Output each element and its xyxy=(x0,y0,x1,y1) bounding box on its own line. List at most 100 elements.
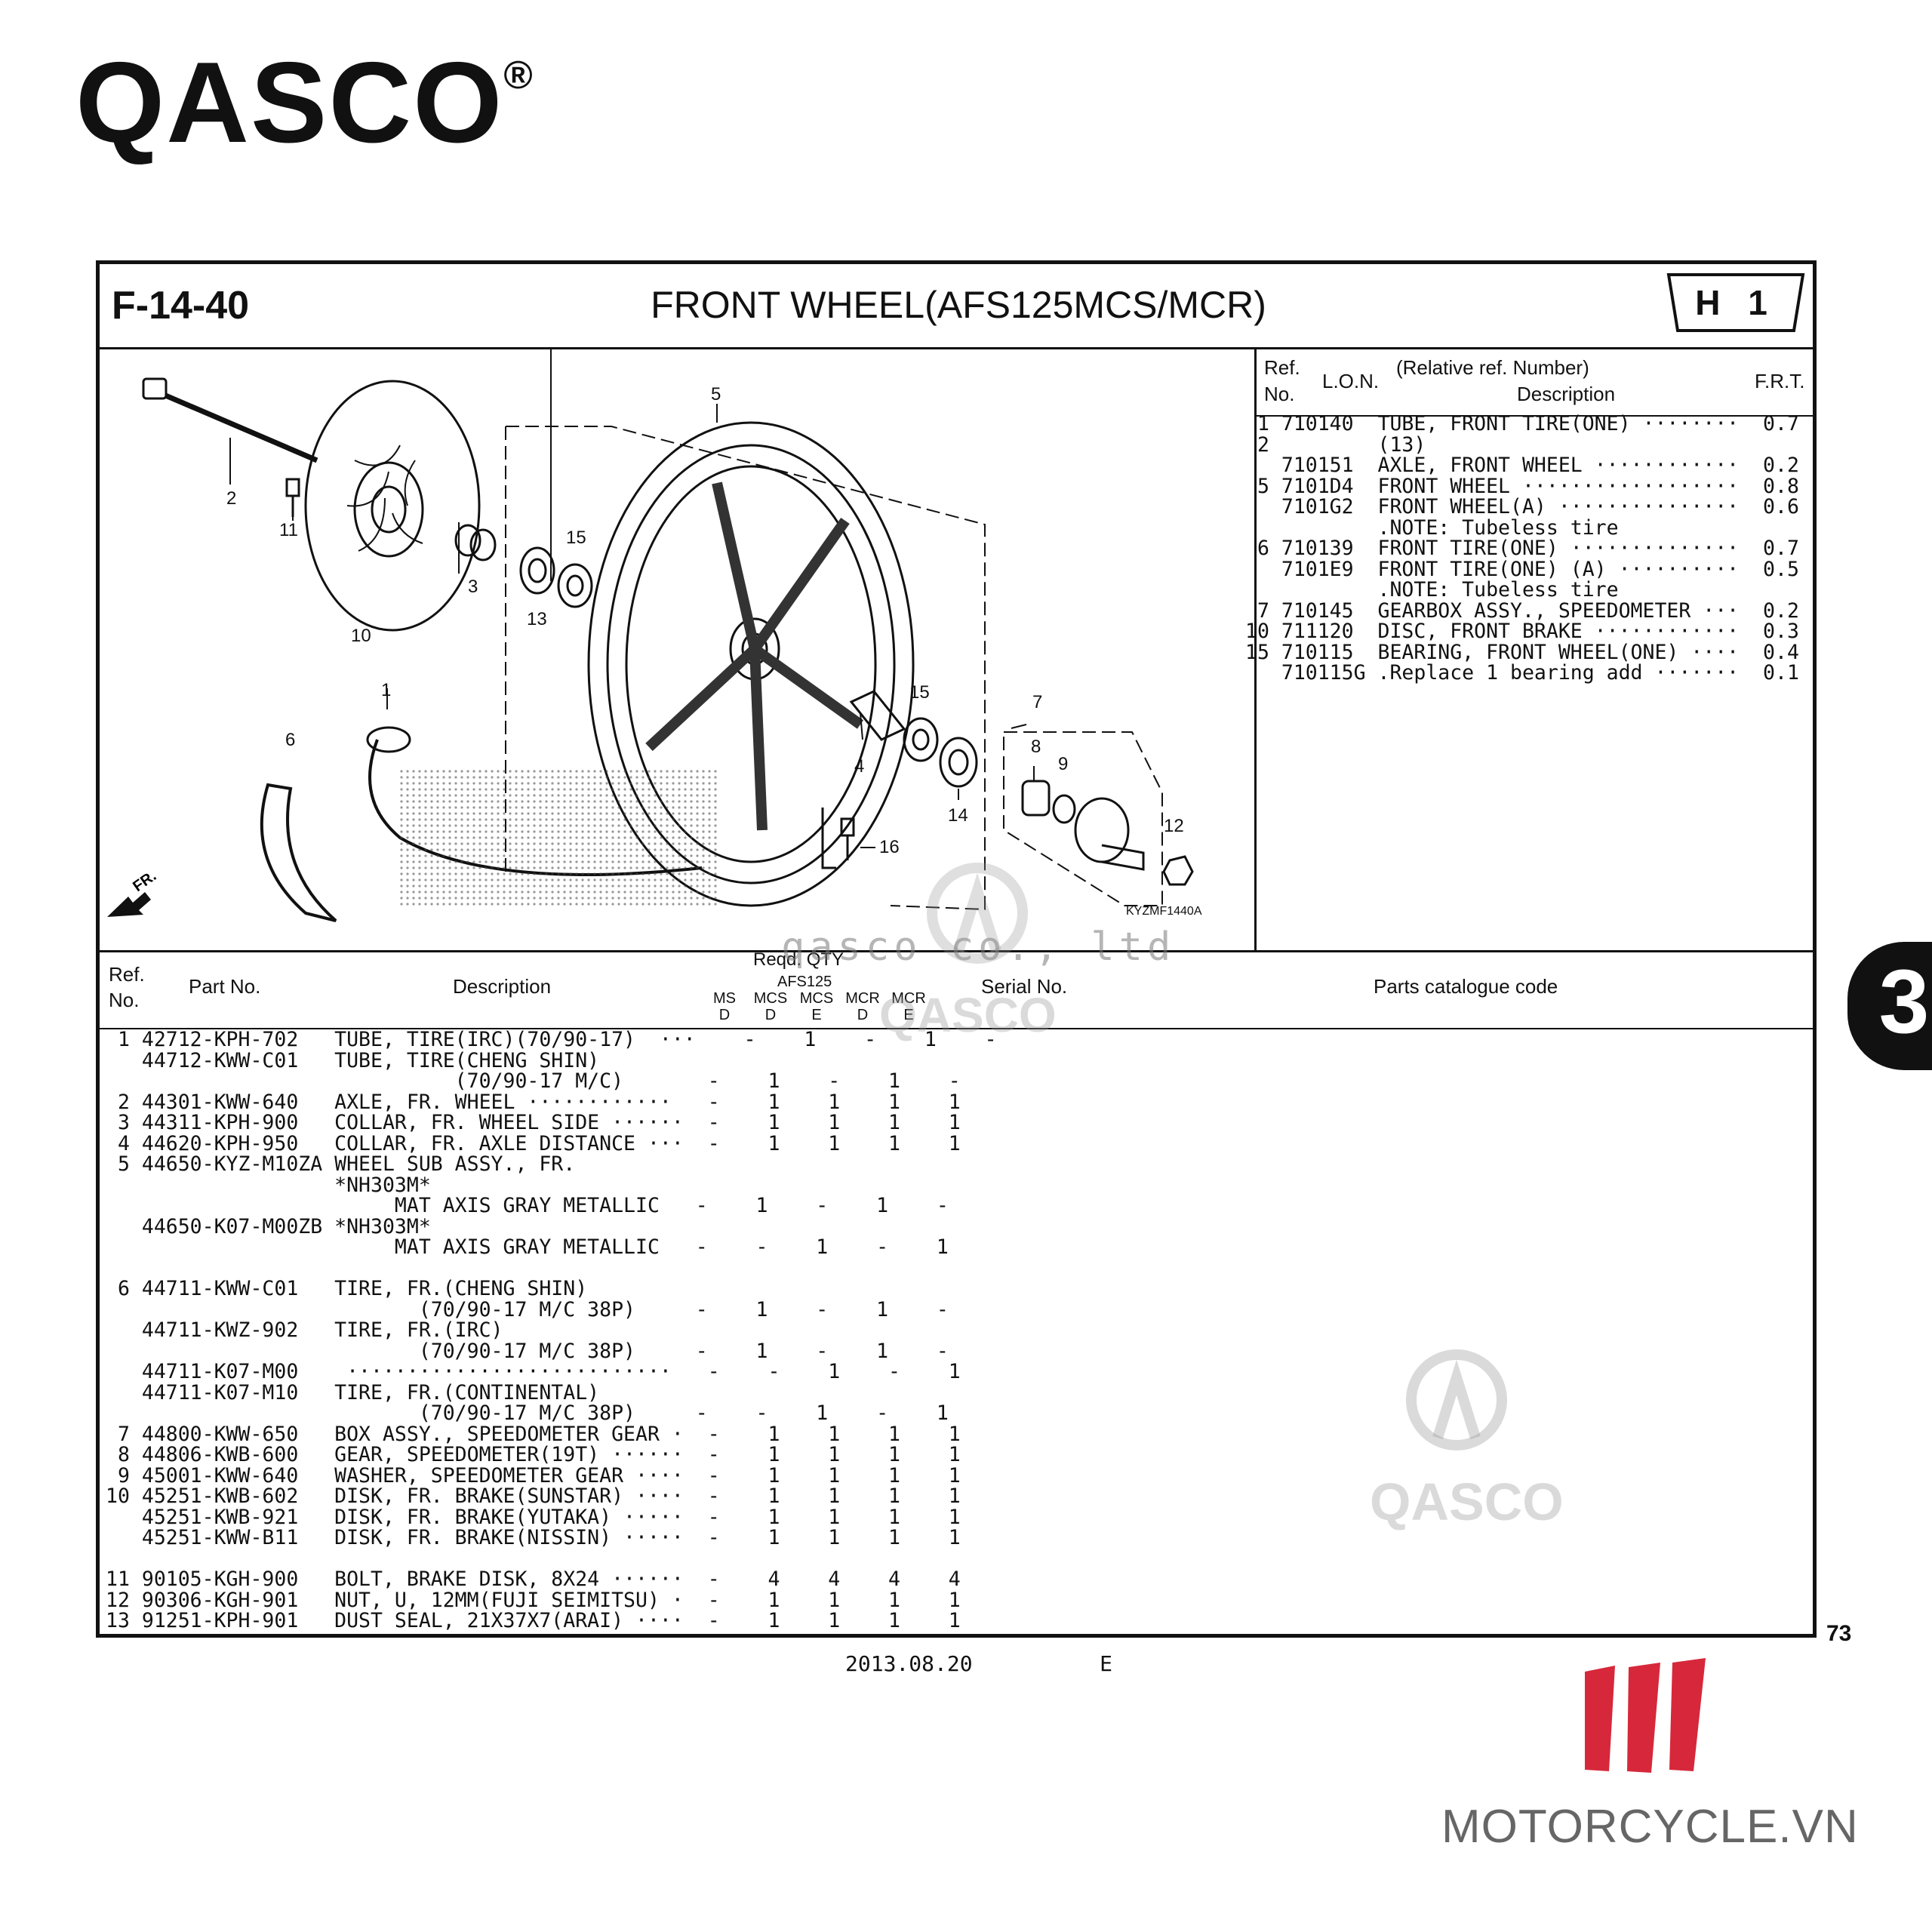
relative-ref-row: 7 710145 GEARBOX ASSY., SPEEDOMETER ··· … xyxy=(1245,598,1799,623)
axle-part xyxy=(142,377,318,463)
callout-11: 11 xyxy=(279,520,298,540)
rt-lon-header: L.O.N. xyxy=(1322,370,1380,392)
wheel-part xyxy=(505,421,986,911)
model-header: AFS125 xyxy=(777,974,832,990)
parts-row: 5 44650-KYZ-M10ZA WHEEL SUB ASSY., FR. xyxy=(106,1152,576,1176)
parts-row: 1 42712-KPH-702 TUBE, TIRE(IRC)(70/90-17… xyxy=(106,1028,997,1051)
parts-row: (70/90-17 M/C) - 1 - 1 - xyxy=(106,1069,961,1093)
callout-16: 16 xyxy=(879,837,900,857)
callout-7: 7 xyxy=(1032,692,1042,712)
watermark-emblem-icon xyxy=(1406,1349,1507,1451)
illustration-code: KYZMF1440A xyxy=(1126,905,1202,918)
collar-side-part xyxy=(454,524,497,561)
callout-15a: 15 xyxy=(566,528,586,548)
parts-row: 45251-KWB-921 DISK, FR. BRAKE(YUTAKA) ··… xyxy=(106,1505,961,1529)
callout-3: 3 xyxy=(468,577,478,597)
relative-ref-row: 2 (13) xyxy=(1245,432,1426,457)
parts-row: 3 44311-KPH-900 COLLAR, FR. WHEEL SIDE ·… xyxy=(106,1111,961,1134)
collar-distance-part xyxy=(849,690,906,741)
callout-13: 13 xyxy=(527,609,547,629)
parts-row: 11 90105-KGH-900 BOLT, BRAKE DISK, 8X24 … xyxy=(106,1567,961,1591)
description-header: Description xyxy=(453,975,552,998)
parts-row: 7 44800-KWW-650 BOX ASSY., SPEEDOMETER G… xyxy=(106,1422,961,1446)
tire-part xyxy=(260,783,337,922)
bolt-part xyxy=(285,478,300,517)
relative-ref-rows: 1 710140 TUBE, FRONT TIRE(ONE) ········ … xyxy=(1245,414,1799,684)
page-title: FRONT WHEEL(AFS125MCS/MCR) xyxy=(651,284,1266,326)
relative-ref-row: 6 710139 FRONT TIRE(ONE) ·············· … xyxy=(1245,537,1799,560)
parts-row: MAT AXIS GRAY METALLIC - 1 - 1 - xyxy=(106,1194,949,1217)
rt-desc-header: Description xyxy=(1517,383,1616,405)
speedometer-box-part xyxy=(1074,797,1145,871)
logo-watermark-1: QASCO xyxy=(879,988,1057,1042)
grade-badge: H 1 xyxy=(1664,272,1807,334)
callout-2: 2 xyxy=(226,488,236,509)
serial-header: Serial No. xyxy=(981,975,1068,998)
valve-part xyxy=(821,808,855,869)
parts-row: *NH303M* xyxy=(106,1173,431,1197)
dust-seal-part xyxy=(519,546,555,595)
parts-row: (70/90-17 M/C 38P) - 1 - 1 - xyxy=(106,1339,949,1363)
parts-row: 8 44806-KWB-600 GEAR, SPEEDOMETER(19T) ·… xyxy=(106,1443,961,1466)
relative-ref-row: 7101E9 FRONT TIRE(ONE) (A) ·········· 0.… xyxy=(1245,557,1799,581)
parts-row: (70/90-17 M/C 38P) - - 1 - 1 xyxy=(106,1401,949,1425)
svg-text:FR.: FR. xyxy=(130,868,159,896)
figure-code: F-14-40 xyxy=(112,284,250,328)
footer-date: 2013.08.20 E xyxy=(845,1651,1113,1676)
bearing-part xyxy=(557,563,593,608)
parts-row: 9 45001-KWW-640 WASHER, SPEEDOMETER GEAR… xyxy=(106,1463,961,1487)
rt-rel-header: (Relative ref. Number) xyxy=(1396,356,1589,379)
parts-rows: 1 42712-KPH-702 TUBE, TIRE(IRC)(70/90-17… xyxy=(106,1029,997,1632)
logo-watermark-2: QASCO xyxy=(1370,1472,1564,1531)
parts-row: (70/90-17 M/C 38P) - 1 - 1 - xyxy=(106,1297,949,1321)
relative-ref-row: 710151 AXLE, FRONT WHEEL ············ 0.… xyxy=(1245,454,1799,477)
brake-disc-part xyxy=(304,380,481,632)
callout-8: 8 xyxy=(1031,737,1041,757)
relative-ref-row: 7101G2 FRONT WHEEL(A) ··············· 0.… xyxy=(1245,495,1799,518)
section-tab: 3 xyxy=(1847,942,1932,1070)
gearbox-group xyxy=(1003,731,1163,906)
washer-part xyxy=(1052,794,1076,824)
parts-row: 45251-KWW-B11 DISK, FR. BRAKE(NISSIN) ··… xyxy=(106,1526,961,1549)
relative-ref-row: 15 710115 BEARING, FRONT WHEEL(ONE) ····… xyxy=(1245,640,1799,664)
relative-ref-row: 1 710140 TUBE, FRONT TIRE(ONE) ········ … xyxy=(1245,412,1799,435)
speedometer-gear-part xyxy=(1021,780,1051,817)
rt-ref-header: Ref.No. xyxy=(1264,356,1300,406)
parts-row: MAT AXIS GRAY METALLIC - - 1 - 1 xyxy=(106,1235,949,1259)
relative-ref-row: 5 7101D4 FRONT WHEEL ·················· … xyxy=(1245,474,1799,498)
parts-row: 12 90306-KGH-901 NUT, U, 12MM(FUJI SEIMI… xyxy=(106,1588,961,1612)
page-number: 73 xyxy=(1826,1621,1852,1646)
publisher-m-logo-icon xyxy=(1585,1658,1706,1773)
exploded-diagram: 2 11 3 13 15 10 5 1 6 4 15 14 7 8 9 12 1… xyxy=(107,347,1202,922)
callout-10: 10 xyxy=(351,626,371,646)
parts-row xyxy=(106,1549,997,1570)
parts-row: 10 45251-KWB-602 DISK, FR. BRAKE(SUNSTAR… xyxy=(106,1484,961,1508)
bearing-right-part xyxy=(903,717,939,762)
parts-row: 13 91251-KPH-901 DUST SEAL, 21X37X7(ARAI… xyxy=(106,1609,961,1632)
catalogue-header: Parts catalogue code xyxy=(1374,975,1558,998)
relative-ref-row: .NOTE: Tubeless tire xyxy=(1245,515,1619,540)
relative-ref-row: .NOTE: Tubeless tire xyxy=(1245,578,1619,601)
callout-5: 5 xyxy=(711,384,721,405)
part-no-header: Part No. xyxy=(189,975,261,998)
relative-ref-row: 10 711120 DISC, FRONT BRAKE ············… xyxy=(1245,620,1799,643)
parts-row: 4 44620-KPH-950 COLLAR, FR. AXLE DISTANC… xyxy=(106,1131,961,1155)
company-watermark: qasco co., ltd xyxy=(781,924,1176,970)
callout-9: 9 xyxy=(1058,754,1068,774)
callout-12: 12 xyxy=(1164,816,1184,836)
callout-15b: 15 xyxy=(909,682,930,703)
ref-no-header: Ref.No. xyxy=(109,963,145,1011)
front-direction-arrow: FR. xyxy=(107,868,159,917)
callout-4: 4 xyxy=(854,756,864,777)
parts-row: 44711-K07-M00 ··························… xyxy=(106,1360,961,1383)
reqd-qty-header: Reqd. QTY xyxy=(753,949,844,970)
qasco-logo: QASCO® xyxy=(75,38,534,167)
parts-row: 44711-KWZ-902 TIRE, FR.(IRC) xyxy=(106,1318,503,1342)
parts-row: 44650-K07-M00ZB *NH303M* xyxy=(106,1214,431,1238)
callout-14: 14 xyxy=(948,805,968,826)
parts-row: 44711-K07-M10 TIRE, FR.(CONTINENTAL) xyxy=(106,1380,600,1404)
